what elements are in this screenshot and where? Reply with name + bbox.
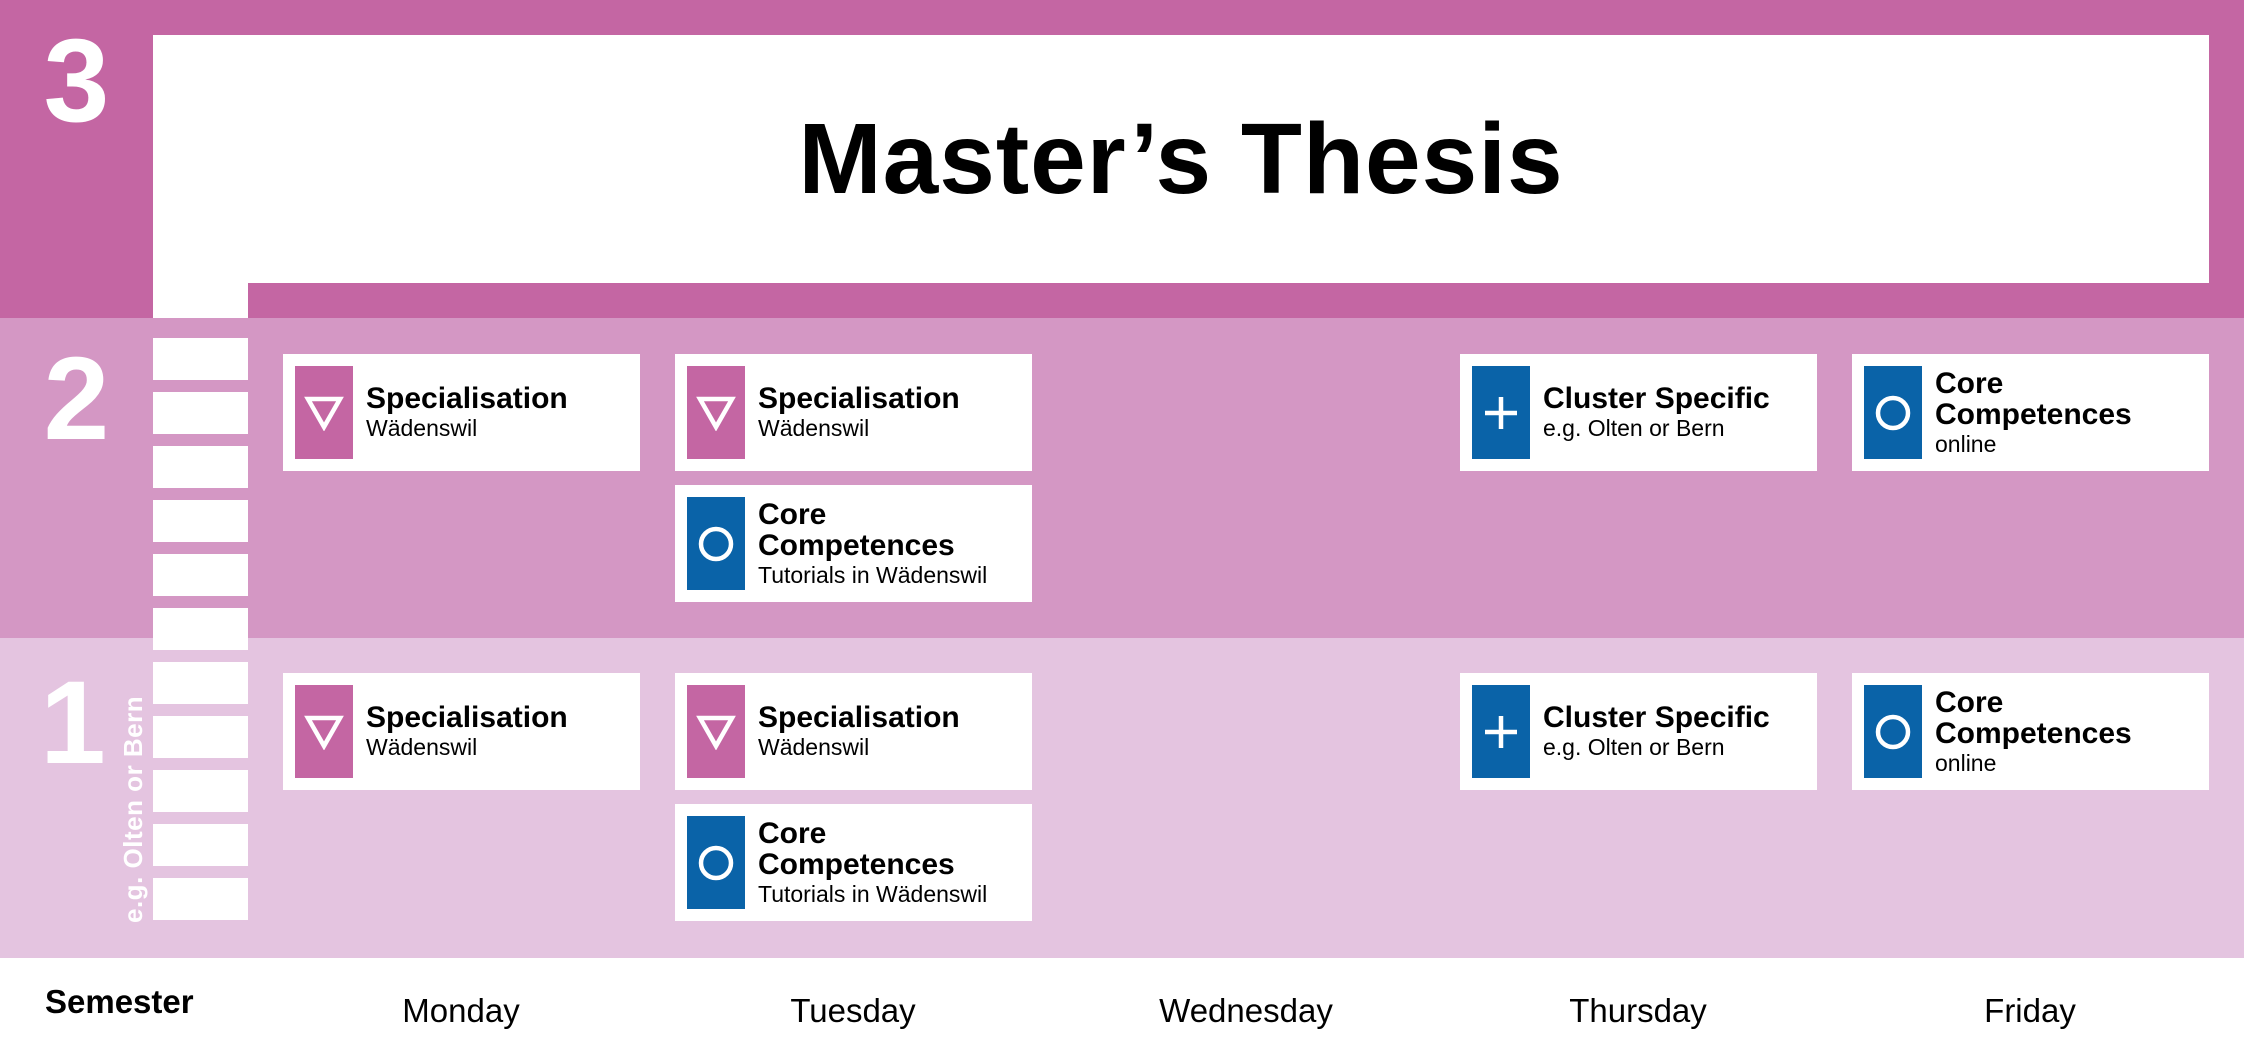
card-subtitle: Tutorials in Wädenswil — [758, 561, 988, 588]
triangle-down-icon — [696, 715, 736, 750]
card-subtitle: Tutorials in Wädenswil — [758, 880, 988, 907]
side-location-label: e.g. Olten or Bern — [118, 695, 148, 923]
card-title: Core Competences — [1935, 366, 2132, 431]
ladder-rung — [153, 446, 248, 488]
card-core-competences-friday-s2: Core Competences online — [1852, 354, 2209, 471]
thesis-box-stem — [153, 283, 248, 318]
day-label-tuesday: Tuesday — [790, 992, 916, 1029]
card-subtitle: Wädenswil — [366, 415, 478, 441]
card-title: Core Competences — [1935, 685, 2132, 750]
plus-icon — [1485, 396, 1517, 429]
card-subtitle: online — [1935, 749, 1997, 776]
triangle-down-icon — [696, 396, 736, 431]
circle-icon — [1875, 714, 1911, 749]
day-label-wednesday: Wednesday — [1159, 992, 1333, 1029]
ladder-rung — [153, 662, 248, 704]
semester-number-2: 2 — [43, 333, 110, 465]
day-label-monday: Monday — [402, 992, 520, 1029]
day-label-thursday: Thursday — [1569, 992, 1707, 1029]
cluster-specific-icon-block — [1472, 685, 1530, 778]
specialisation-icon-block — [687, 366, 745, 459]
card-title: Cluster Specific — [1543, 701, 1770, 734]
triangle-down-icon — [304, 396, 344, 431]
circle-icon — [698, 526, 734, 561]
ladder-rung — [153, 500, 248, 542]
card-core-competences-tuesday-s1: Core Competences Tutorials in Wädenswil — [675, 804, 1032, 921]
day-label-friday: Friday — [1984, 992, 2076, 1029]
card-title: Core Competences — [758, 816, 955, 881]
card-cluster-specific-thursday-s1: Cluster Specific e.g. Olten or Bern — [1460, 673, 1817, 790]
card-core-competences-friday-s1: Core Competences online — [1852, 673, 2209, 790]
plus-icon — [1485, 715, 1517, 748]
card-core-competences-tuesday-s2: Core Competences Tutorials in Wädenswil — [675, 485, 1032, 602]
ladder-rung — [153, 608, 248, 650]
triangle-down-icon — [304, 715, 344, 750]
card-title: Specialisation — [758, 382, 960, 415]
card-title: Specialisation — [366, 382, 568, 415]
ladder-rung — [153, 392, 248, 434]
card-subtitle: e.g. Olten or Bern — [1543, 734, 1725, 760]
specialisation-icon-block — [687, 685, 745, 778]
card-specialisation-monday-s1: Specialisation Wädenswil — [283, 673, 640, 790]
core-competences-icon-block — [1864, 366, 1922, 459]
masters-thesis-title: Master’s Thesis — [798, 102, 1564, 215]
card-subtitle: Wädenswil — [758, 415, 870, 441]
ladder-rung — [153, 824, 248, 866]
core-competences-icon-block — [687, 497, 745, 590]
card-specialisation-tuesday-s2: Specialisation Wädenswil — [675, 354, 1032, 471]
masters-thesis-box — [153, 35, 2209, 283]
ladder-rung — [153, 770, 248, 812]
circle-icon — [698, 845, 734, 880]
card-specialisation-monday-s2: Specialisation Wädenswil — [283, 354, 640, 471]
semester-axis-label: Semester — [45, 983, 194, 1020]
card-title: Specialisation — [758, 701, 960, 734]
card-title: Specialisation — [366, 701, 568, 734]
specialisation-icon-block — [295, 366, 353, 459]
ladder-rung — [153, 338, 248, 380]
card-title: Cluster Specific — [1543, 382, 1770, 415]
card-cluster-specific-thursday-s2: Cluster Specific e.g. Olten or Bern — [1460, 354, 1817, 471]
ladder-rung — [153, 878, 248, 920]
card-subtitle: Wädenswil — [758, 734, 870, 760]
card-title: Core Competences — [758, 497, 955, 562]
circle-icon — [1875, 395, 1911, 430]
semester-number-1: 1 — [40, 657, 106, 789]
card-subtitle: Wädenswil — [366, 734, 478, 760]
cluster-specific-icon-block — [1472, 366, 1530, 459]
card-specialisation-tuesday-s1: Specialisation Wädenswil — [675, 673, 1032, 790]
card-subtitle: e.g. Olten or Bern — [1543, 415, 1725, 441]
specialisation-icon-block — [295, 685, 353, 778]
core-competences-icon-block — [1864, 685, 1922, 778]
ladder-rung — [153, 554, 248, 596]
ladder-rung — [153, 716, 248, 758]
core-competences-icon-block — [687, 816, 745, 909]
semester-number-3: 3 — [43, 15, 110, 147]
card-subtitle: online — [1935, 430, 1997, 457]
